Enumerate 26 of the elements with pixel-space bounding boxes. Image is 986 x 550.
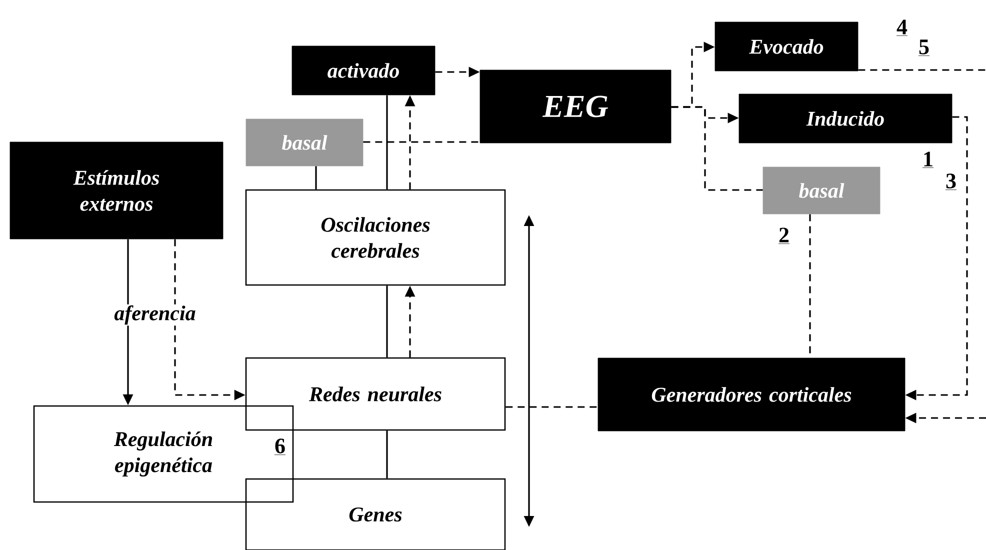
process-box: Genes xyxy=(245,478,506,550)
connector-line xyxy=(506,406,598,408)
state-box: basal xyxy=(246,118,364,166)
connector-line xyxy=(386,430,388,478)
callout-number: 4 xyxy=(896,20,908,36)
callout-number: 3 xyxy=(945,174,957,190)
connector-line xyxy=(386,95,388,190)
connector-line xyxy=(671,106,763,191)
connector-line xyxy=(315,166,317,190)
state-box: basal xyxy=(762,166,880,214)
callout-number: 5 xyxy=(918,40,930,56)
process-box: activado xyxy=(292,46,436,96)
process-box: Redes neurales xyxy=(245,357,506,431)
callout-number: 2 xyxy=(778,228,790,244)
process-box: Oscilaciones cerebrales xyxy=(245,189,506,286)
connector-line xyxy=(386,286,388,358)
process-box: EEG xyxy=(480,70,672,144)
process-box: Inducido xyxy=(738,94,952,144)
process-box: Evocado xyxy=(714,22,858,72)
callout-number: 6 xyxy=(274,438,286,455)
edge-label: aferencia xyxy=(113,304,197,326)
process-box: Estímulos externos xyxy=(10,142,224,240)
connector-line xyxy=(363,141,480,143)
process-box: Generadores corticales xyxy=(598,358,906,432)
connector-line xyxy=(858,69,986,71)
callout-number: 1 xyxy=(922,152,934,168)
